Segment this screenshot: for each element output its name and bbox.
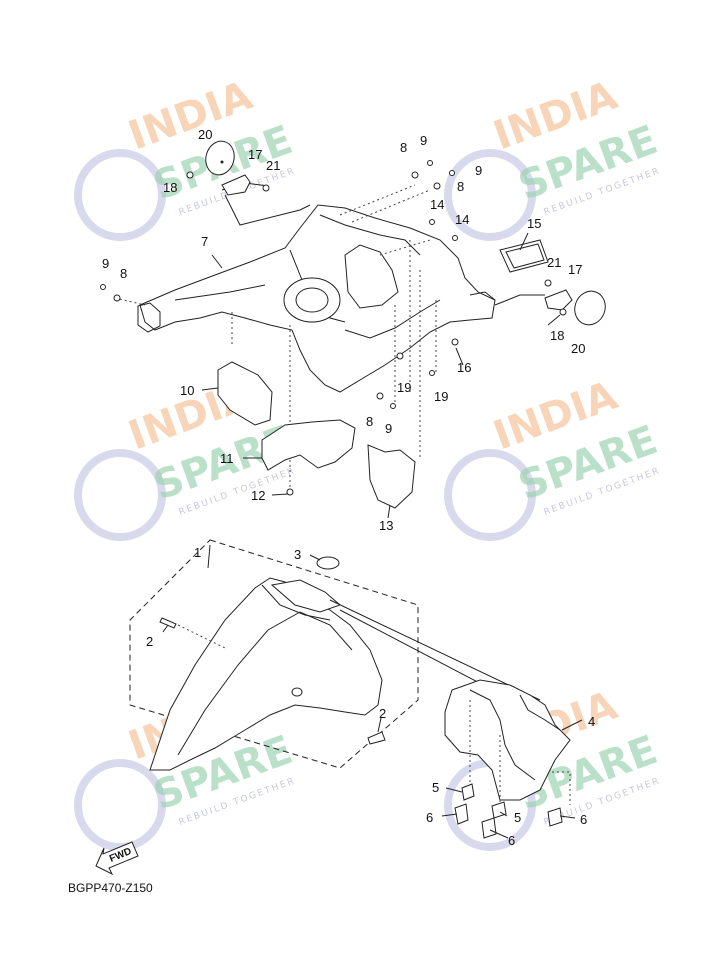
part-13-flap	[367, 444, 416, 509]
label-part-8d: 8	[366, 414, 373, 429]
label-part-14b: 14	[455, 212, 469, 227]
label-part-21: 21	[266, 158, 280, 173]
part-21-nut-left	[262, 184, 270, 192]
upper-dashed-leaders	[114, 182, 545, 490]
part-11-panel	[261, 419, 356, 471]
part-20-disc-right	[574, 290, 606, 326]
fasteners-upper	[100, 160, 459, 496]
part-1-kit-box	[129, 539, 419, 769]
part-1-front-fender	[149, 577, 383, 771]
label-part-8: 8	[400, 140, 407, 155]
watermark-logo-icon	[444, 149, 536, 241]
label-part-16: 16	[457, 360, 471, 375]
label-part-1: 1	[194, 545, 201, 560]
label-part-8c: 8	[120, 266, 127, 281]
label-part-17b: 17	[568, 262, 582, 277]
label-part-19b: 19	[434, 389, 448, 404]
watermark-logo-icon	[74, 449, 166, 541]
label-part-18: 18	[163, 180, 177, 195]
label-part-20b: 20	[571, 341, 585, 356]
part-3-cap	[316, 556, 340, 570]
part-4-rear-guard	[444, 679, 571, 801]
part-21-nut-right	[544, 279, 552, 287]
label-part-17: 17	[248, 147, 262, 162]
part-labels: 1 2 2 3 4 5 5 6 6 6 7 8 8 8 8 9 9 9 9 10…	[102, 127, 595, 848]
fwd-arrow: FWD	[95, 841, 139, 876]
part-20-disc-left	[205, 140, 235, 176]
part-17-bracket-right	[544, 289, 573, 311]
inner-panel-assembly	[137, 204, 496, 393]
label-part-5: 5	[432, 780, 439, 795]
label-part-4: 4	[588, 714, 595, 729]
label-part-2: 2	[146, 634, 153, 649]
diagram-code: BGPP470-Z150	[68, 881, 153, 895]
fwd-arrow-icon	[95, 841, 139, 876]
label-part-20: 20	[198, 127, 212, 142]
label-part-21b: 21	[547, 255, 561, 270]
label-part-6b: 6	[508, 833, 515, 848]
label-part-9c: 9	[102, 256, 109, 271]
label-part-12: 12	[251, 488, 265, 503]
part-18-bolt-left	[186, 171, 194, 179]
label-part-19: 19	[397, 380, 411, 395]
watermark-mid-right: INDIA SPARE REBUILD TOGETHER	[444, 373, 663, 541]
label-part-6: 6	[426, 810, 433, 825]
label-part-9: 9	[420, 133, 427, 148]
label-part-8b: 8	[457, 179, 464, 194]
label-part-2b: 2	[379, 706, 386, 721]
label-part-9d: 9	[385, 421, 392, 436]
part-17-bracket-left	[221, 174, 251, 196]
label-leaders	[162, 232, 583, 839]
watermark-top-right: INDIA SPARE REBUILD TOGETHER	[444, 73, 663, 241]
label-part-10: 10	[180, 383, 194, 398]
watermark-logo-icon	[74, 149, 166, 241]
label-part-13: 13	[379, 518, 393, 533]
fasteners-lower	[454, 783, 563, 839]
part-15-reflector	[499, 239, 549, 273]
label-part-11: 11	[220, 451, 234, 466]
label-part-6c: 6	[580, 812, 587, 827]
watermark-logo-icon	[444, 449, 536, 541]
label-part-14: 14	[430, 197, 444, 212]
label-part-18b: 18	[550, 328, 564, 343]
label-part-9b: 9	[475, 163, 482, 178]
label-part-3: 3	[294, 547, 301, 562]
part-2-bolts	[159, 617, 386, 745]
label-part-7: 7	[201, 234, 208, 249]
label-part-15: 15	[527, 216, 541, 231]
label-part-5b: 5	[514, 810, 521, 825]
part-18-bolt-right	[559, 308, 567, 316]
part-10-cover	[217, 361, 273, 426]
watermark-top-left: INDIA SPARE REBUILD TOGETHER	[74, 73, 298, 241]
